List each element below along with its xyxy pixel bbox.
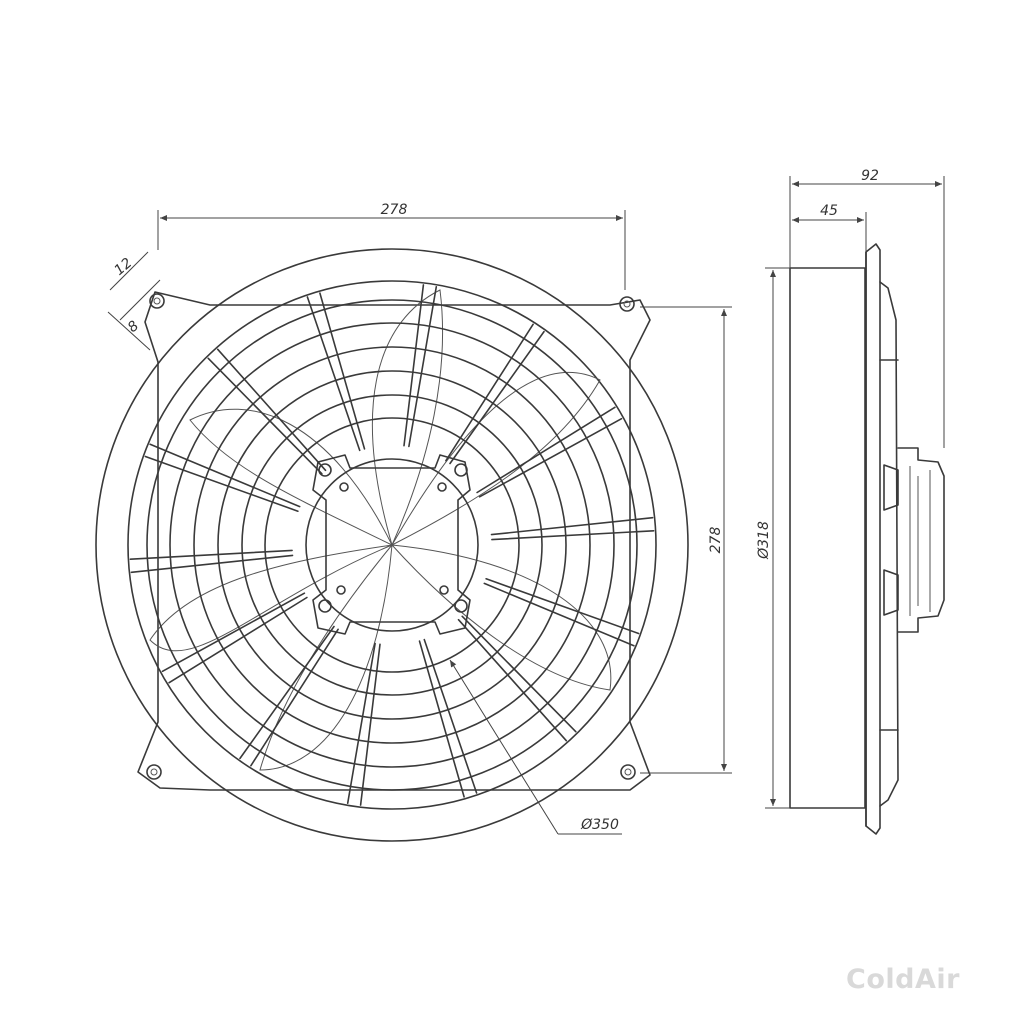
guard-rings	[146, 299, 638, 791]
guard-spoke	[408, 285, 438, 448]
guard-spoke	[457, 618, 568, 742]
dim-hole-spacing: 12	[111, 255, 135, 279]
guard-spoke	[461, 615, 577, 733]
dim-front-width: 278	[381, 202, 408, 218]
dim-frame-diameter: Ø318	[756, 521, 772, 560]
guard-spoke	[483, 582, 635, 647]
guard-profile	[879, 281, 899, 807]
guard-spoke	[130, 554, 294, 574]
motor-hub	[305, 458, 479, 632]
front-view	[95, 248, 689, 842]
guard-spoke	[306, 296, 361, 452]
mounting-holes	[146, 293, 636, 780]
guard-spoke	[216, 348, 327, 472]
guard-spoke	[485, 577, 640, 635]
dim-blade-diameter: Ø350	[580, 817, 619, 833]
guard-spoke	[346, 642, 376, 805]
guard-spoke	[149, 443, 301, 508]
guard-spoke	[239, 625, 335, 760]
dim-front-height: 278	[708, 527, 724, 554]
guard-spoke	[445, 323, 534, 462]
guard-spoke	[449, 330, 545, 465]
guard-spoke	[478, 417, 623, 498]
guard-spoke	[491, 529, 655, 541]
dim-housing-depth: 45	[820, 203, 838, 219]
guard-spoke	[359, 643, 381, 806]
guard-spokes	[129, 284, 655, 806]
guard-spoke	[250, 628, 339, 767]
dimension-lines	[107, 176, 945, 835]
guard-spoke	[490, 516, 654, 536]
guard-spoke	[168, 596, 308, 684]
guard-spoke	[319, 292, 366, 450]
guard-spoke	[423, 638, 478, 794]
outer-ring	[95, 248, 689, 842]
guard-spoke	[129, 549, 293, 561]
flange	[865, 243, 881, 835]
mounting-plate	[137, 291, 651, 791]
guard-spoke	[418, 640, 465, 798]
hole-bottom-left	[146, 764, 162, 780]
brand-watermark: ColdAir	[846, 964, 960, 995]
housing-body	[789, 267, 866, 809]
dim-total-depth: 92	[861, 168, 879, 184]
hole-top-left	[149, 293, 165, 309]
guard-spoke	[403, 284, 425, 447]
hub-screws	[318, 463, 468, 613]
inner-ring	[127, 280, 657, 810]
side-view	[789, 243, 945, 835]
guard-spoke	[207, 357, 323, 475]
guard-spoke	[144, 455, 299, 513]
guard-spoke	[476, 406, 616, 494]
hole-bottom-right	[620, 764, 636, 780]
guard-spoke	[161, 592, 306, 673]
motor-profile	[897, 447, 945, 633]
hole-top-right	[619, 296, 635, 312]
dim-hole-diameter: 8	[125, 318, 142, 336]
